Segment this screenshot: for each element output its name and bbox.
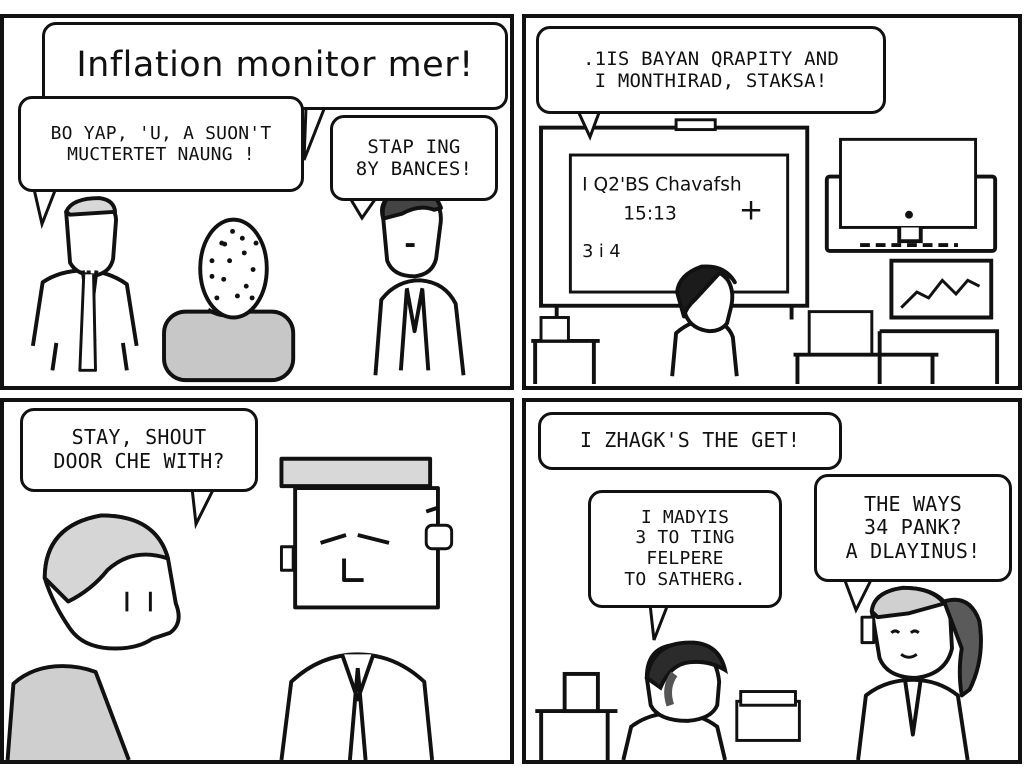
- office-scene-panel-3: [5, 456, 454, 760]
- whiteboard-line-4: 3 i 4: [582, 242, 621, 262]
- ponytail-woman: [856, 585, 983, 760]
- bubble-panel3: STAY, SHOUT DOOR CHE WITH?: [20, 408, 258, 492]
- bubble-panel2-top: .1IS BAYAN QRAPITY AND I MONTHIRAD, STAK…: [536, 26, 886, 114]
- office-scene-panel-4: [535, 585, 983, 760]
- standing-woman: [670, 264, 739, 377]
- office-scene-panel-1: [30, 185, 466, 383]
- left-desk: [531, 316, 600, 385]
- desk-right: [793, 258, 1000, 385]
- square-head-man: [279, 456, 454, 760]
- left-desk-panel-4: [535, 671, 618, 760]
- bubble-panel4-top: I ZHAGK'S THE GET!: [538, 412, 842, 470]
- bubble-title: Inflation monitor mer!: [42, 22, 508, 110]
- headphones-worker: [621, 640, 801, 760]
- whiteboard-line-3: +: [739, 193, 764, 227]
- panel-3: STAY, SHOUT DOOR CHE WITH?: [0, 398, 514, 764]
- whiteboard-line-1: I Q2'BS Chavafsh: [582, 174, 742, 195]
- bubble-panel4-left: I MADYIS 3 TO TING FELPERE TO SATHERG.: [588, 490, 782, 608]
- panel-2: .1IS BAYAN QRAPITY AND I MONTHIRAD, STAK…: [522, 14, 1022, 390]
- bubble-right-speaker: STAP ING 8Y BANCES!: [330, 115, 498, 201]
- standing-man-left: [30, 196, 139, 372]
- panel-1: Inflation monitor mer! BO YAP, 'U, A SUO…: [0, 14, 514, 390]
- bubble-left-speaker: BO YAP, 'U, A SUON'T MUCTERTET NAUNG !: [18, 96, 304, 192]
- whiteboard-line-2: 15:13: [623, 204, 677, 225]
- whiteboard: [539, 118, 810, 320]
- panel-4: I ZHAGK'S THE GET! I MADYIS 3 TO TING FE…: [522, 398, 1022, 764]
- monitor: [824, 137, 998, 253]
- profile-man-left: [5, 513, 181, 760]
- office-scene-panel-2: I Q2'BS Chavafsh 15:13 + 3 i 4: [531, 118, 1000, 385]
- bubble-panel4-right: THE WAYS 34 PANK? A DLAYINUS!: [814, 474, 1012, 582]
- back-head-figure: [162, 217, 296, 383]
